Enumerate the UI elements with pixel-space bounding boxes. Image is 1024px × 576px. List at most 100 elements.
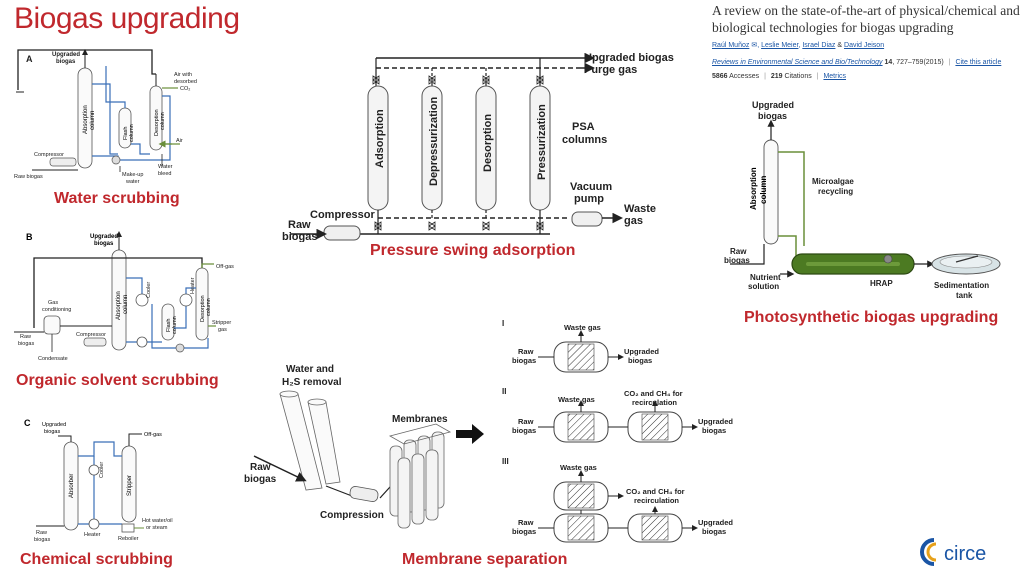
flow-line	[131, 143, 150, 155]
label: Heater	[190, 277, 196, 294]
panel-letter: C	[24, 418, 31, 428]
label: Flash	[166, 319, 172, 332]
circe-logo-icon: circe	[920, 538, 986, 566]
label: column	[123, 295, 129, 314]
label: Off-gas	[216, 264, 234, 270]
cite-link[interactable]: Cite this article	[955, 59, 1002, 66]
label: Membranes	[392, 414, 448, 425]
label: HRAP	[870, 279, 893, 288]
hrap-channel	[806, 262, 900, 266]
label: columns	[562, 134, 607, 146]
big-arrow	[456, 424, 484, 444]
label: column	[172, 316, 178, 334]
valve	[428, 75, 436, 85]
label: Adsorption	[374, 109, 386, 168]
panel-letter: A	[26, 54, 33, 64]
label: Cooler	[146, 282, 152, 298]
label: Air	[176, 138, 183, 144]
label: gas	[624, 215, 643, 227]
caption-organic-solvent: Organic solvent scrubbing	[16, 372, 219, 389]
flow-line	[92, 95, 171, 161]
label: recirculation	[632, 398, 677, 407]
label: Waste gas	[560, 463, 597, 472]
author-link[interactable]: Israel Diaz	[802, 42, 836, 49]
heat-exchanger	[136, 336, 148, 348]
cooler	[88, 464, 100, 476]
caption-water-scrubbing: Water scrubbing	[54, 190, 180, 207]
label: Raw	[518, 417, 534, 426]
label: bleed	[158, 171, 171, 177]
valve	[374, 221, 382, 231]
label: Reboiler	[118, 536, 139, 542]
label: Nutrient	[750, 273, 781, 282]
author-link[interactable]: David Jeison	[844, 42, 885, 49]
label: Raw	[20, 334, 31, 340]
membrane-configurations: I II III Waste gas Raw biogas Upgraded b…	[502, 319, 733, 543]
label: Upgraded	[42, 422, 66, 428]
label: biogas	[512, 527, 536, 536]
raw-feed	[253, 455, 307, 482]
label: Compressor	[310, 209, 376, 221]
label: biogas	[702, 426, 726, 435]
label: column	[90, 111, 96, 130]
label: biogas	[94, 241, 114, 247]
label: Upgraded	[52, 52, 80, 58]
separator: |	[948, 59, 951, 66]
membrane-frame	[388, 423, 452, 445]
label: recycling	[818, 187, 853, 196]
valve	[536, 221, 544, 231]
label: Stripper	[127, 475, 133, 496]
label: Raw	[518, 347, 534, 356]
separator: |	[764, 73, 766, 80]
membrane-process-diagram: Water and H₂S removal Membranes Raw biog…	[244, 364, 484, 529]
journal-pages: , 727–759(2015)	[892, 59, 944, 66]
label: Upgraded	[698, 417, 733, 426]
label: column	[160, 112, 166, 130]
label: Make-up	[122, 172, 143, 178]
microalgae-line	[778, 151, 805, 246]
flow-line	[201, 263, 214, 268]
citations-count: 219	[770, 73, 783, 80]
water-scrubbing-diagram: A Upgraded biogas Absorption column Flas…	[14, 49, 197, 185]
panel-letter: B	[26, 232, 33, 242]
compressor	[323, 225, 361, 241]
label: column	[206, 298, 212, 316]
label: Compressor	[76, 332, 106, 338]
label: Compression	[320, 510, 384, 521]
label: CO₂ and CH₄ for	[624, 389, 683, 398]
flow-line	[105, 66, 126, 108]
label: Upgraded biogas	[584, 52, 674, 64]
valve	[372, 75, 380, 85]
label: Gas	[48, 300, 58, 306]
label: biogas	[512, 426, 536, 435]
label: Vacuum	[570, 181, 612, 193]
label: CO₂	[180, 86, 190, 92]
label: Desorption	[482, 114, 494, 172]
author-link[interactable]: Raúl Muñoz	[712, 42, 750, 49]
author-link[interactable]: Leslie Meier	[761, 42, 799, 49]
label: Waste gas	[558, 395, 595, 404]
journal-volume: 14	[884, 59, 893, 66]
flow-line	[33, 257, 203, 328]
cooler	[135, 293, 149, 307]
config-label: I	[502, 319, 504, 328]
journal-link[interactable]: Reviews in Environmental Science and Bio…	[712, 59, 883, 66]
paddle-wheel	[883, 254, 893, 264]
flow-line	[92, 83, 118, 155]
citations-label: Citations	[784, 73, 812, 80]
label: biogas	[56, 59, 76, 65]
compressor	[349, 486, 379, 502]
label: Desorption	[154, 109, 160, 136]
label: water	[125, 179, 140, 185]
label: Depressurization	[428, 96, 440, 186]
circe-logo: circe	[914, 534, 1014, 570]
flow-line	[17, 49, 156, 90]
label: Raw	[288, 219, 311, 231]
label: Absorption	[116, 291, 122, 320]
flow-line	[325, 485, 353, 497]
label: desorbed	[174, 79, 197, 85]
separator: |	[816, 73, 819, 80]
label: PSA	[572, 121, 595, 133]
metrics-link[interactable]: Metrics	[823, 73, 847, 80]
label: Water	[158, 164, 173, 170]
